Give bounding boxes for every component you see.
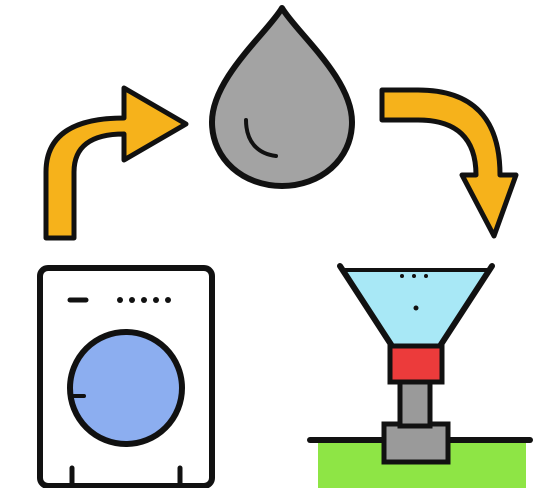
arrow-machine-to-drop-icon bbox=[43, 85, 189, 241]
water-drop-icon bbox=[209, 5, 355, 189]
water-droplets bbox=[400, 274, 428, 311]
control-panel-dots bbox=[117, 297, 171, 303]
pipe-stem bbox=[397, 379, 433, 429]
arrow-drop-to-sprinkler-icon bbox=[379, 87, 519, 239]
pipe-base bbox=[381, 421, 451, 465]
machine-drum bbox=[67, 329, 185, 447]
funnel-red-band bbox=[387, 343, 445, 385]
washing-machine-icon bbox=[37, 265, 215, 488]
sprinkler-funnel-icon bbox=[307, 263, 533, 488]
